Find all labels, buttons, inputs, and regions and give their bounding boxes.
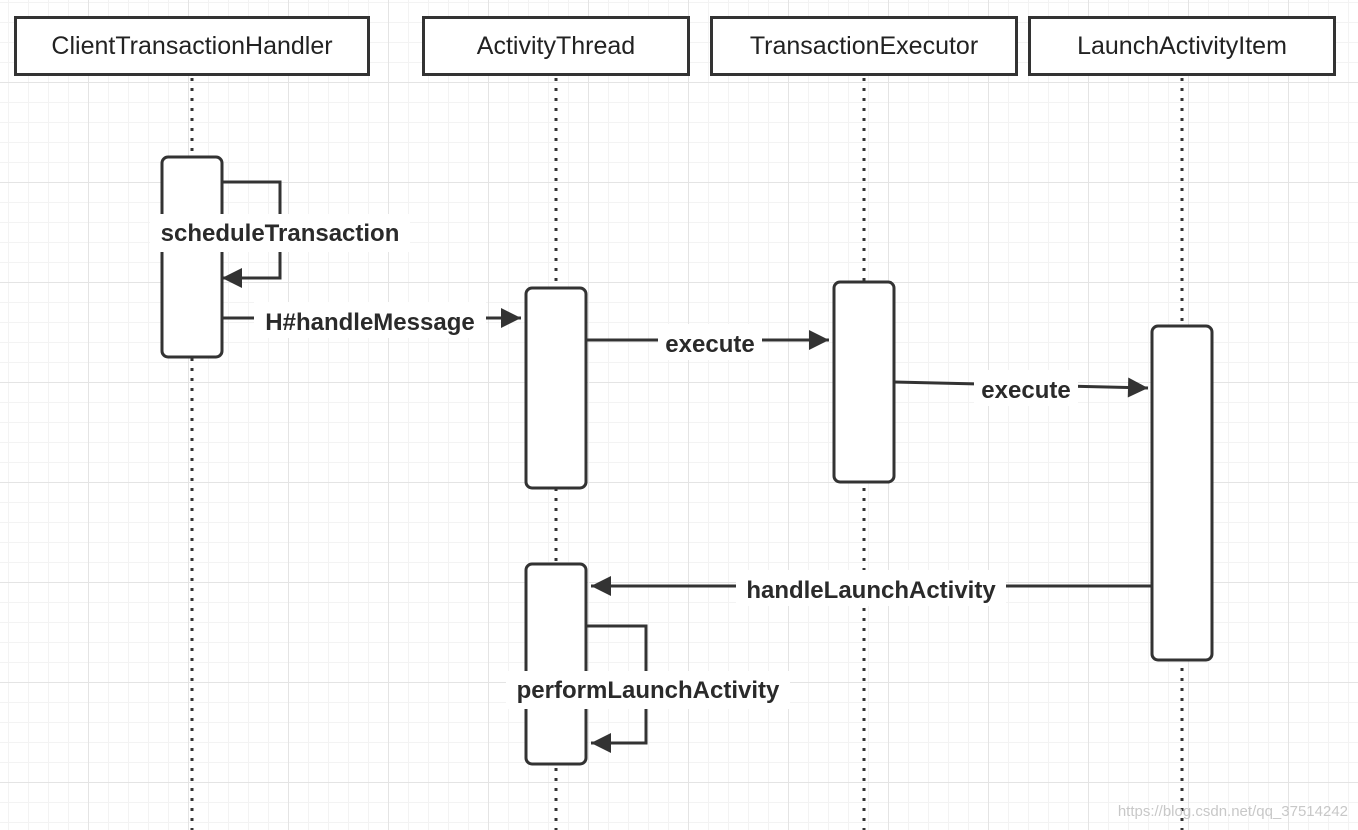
participant-activity-thread: ActivityThread [422, 16, 690, 76]
participant-launch-activity-item: LaunchActivityItem [1028, 16, 1336, 76]
label-execute-2: execute [981, 377, 1070, 404]
activation-item [1150, 324, 1214, 662]
label-handle-message: H#handleMessage [265, 309, 474, 336]
activation-thread-1 [524, 286, 588, 490]
participant-transaction-executor: TransactionExecutor [710, 16, 1018, 76]
label-execute-1: execute [665, 331, 754, 358]
watermark: https://blog.csdn.net/qq_37514242 [1117, 803, 1348, 820]
label-schedule-transaction: scheduleTransaction [161, 220, 400, 247]
label-perform-launch-activity: performLaunchActivity [517, 677, 780, 704]
activation-client [160, 155, 224, 359]
label-handle-launch-activity: handleLaunchActivity [746, 577, 996, 604]
activation-thread-2 [524, 562, 588, 766]
activation-executor [832, 280, 896, 484]
participant-client-transaction-handler: ClientTransactionHandler [14, 16, 370, 76]
